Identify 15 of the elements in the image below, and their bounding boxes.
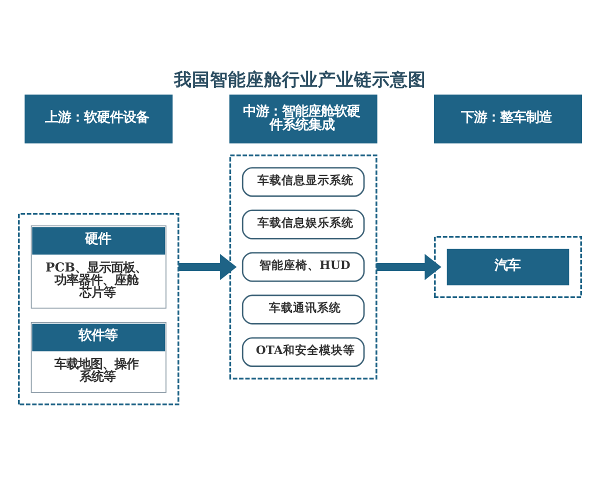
node-box: 车载信息显示系统 — [242, 167, 365, 197]
cluster — [229, 154, 378, 380]
cluster — [434, 236, 582, 298]
node-box: 汽车 — [446, 248, 570, 286]
arrow — [178, 254, 237, 280]
node-box: 车载信息娱乐系统 — [242, 210, 365, 240]
arrow — [376, 254, 442, 280]
node-box: 下游：整车制造 — [434, 94, 582, 144]
node-box: 中游：智能座舱软硬件系统集成 — [229, 94, 378, 144]
node-box: 智能座椅、HUD — [242, 252, 365, 282]
diagram-title: 我国智能座舱行业产业链示意图 — [174, 69, 426, 90]
node-box: OTA和安全模块等 — [242, 337, 365, 367]
node-box: 车载通讯系统 — [242, 294, 365, 324]
node-box: 上游：软硬件设备 — [24, 94, 173, 144]
cluster — [18, 212, 180, 406]
